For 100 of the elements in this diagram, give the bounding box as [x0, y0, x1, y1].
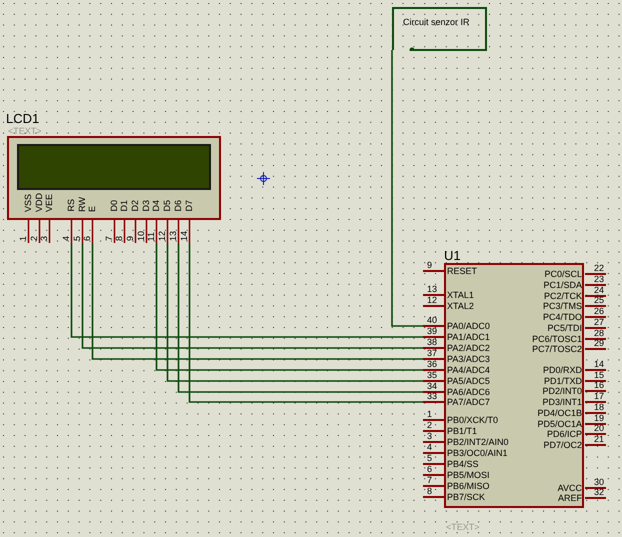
pin-name: VSS	[23, 194, 33, 212]
pin-name: PC0/SCL	[544, 269, 582, 279]
pin-number: 8	[114, 236, 124, 241]
pin-number: 12	[427, 295, 438, 305]
pin-name: PD5/OC1A	[537, 419, 582, 429]
pin-name: PC5/TDI	[547, 323, 582, 333]
pin-number: 6	[82, 236, 92, 241]
pin-number: 1	[18, 236, 28, 241]
pin-name: PC6/TOSC1	[532, 334, 582, 344]
pin-name: PB5/MOSI	[447, 470, 490, 480]
pin-number: 32	[594, 487, 604, 497]
pin	[18, 193, 32, 243]
pin-name: PA2/ADC2	[447, 343, 490, 353]
pin-number: 5	[427, 453, 432, 463]
pin-name: PB7/SCK	[447, 492, 486, 502]
pin-number: 39	[427, 326, 438, 336]
pin-number: 38	[427, 337, 438, 347]
pin-number: 14	[179, 230, 189, 241]
pin-number: 23	[594, 274, 604, 284]
pin-number: 6	[427, 464, 432, 474]
pin-name: PA5/ADC5	[447, 376, 490, 386]
pin-name: PC7/TOSC2	[532, 344, 582, 354]
wire	[391, 50, 423, 327]
module-label: Circuit senzor IR	[403, 17, 470, 27]
pin-name: PC3/TMS	[542, 301, 582, 311]
pin-number: 36	[427, 359, 438, 369]
pin-number: 25	[594, 295, 604, 305]
sensor-module	[392, 7, 487, 51]
pin-number: 7	[104, 236, 114, 241]
pin-number: 21	[594, 434, 604, 444]
component-label: LCD1	[6, 112, 40, 125]
pin-name: VEE	[44, 194, 54, 212]
pin-name: AVCC	[558, 483, 582, 493]
pin-number: 8	[427, 486, 432, 496]
pin-name: PD2/INT0	[542, 386, 582, 396]
pin-name: AREF	[558, 493, 582, 503]
pin-number: 20	[594, 423, 604, 433]
pin-number: 13	[427, 284, 438, 294]
pin-name: PD3/INT1	[542, 397, 582, 407]
pin-number: 26	[594, 306, 604, 316]
placeholder-text: <TEXT>	[8, 126, 42, 136]
pin-number: 2	[29, 236, 39, 241]
pin-number: 18	[594, 402, 604, 412]
pin-name: VDD	[34, 192, 44, 212]
pin-number: 19	[594, 413, 604, 423]
pin-name: D1	[119, 200, 129, 212]
pin-number: 9	[427, 260, 432, 270]
pin-number: 5	[72, 236, 82, 241]
pin-name: RESET	[447, 266, 478, 276]
pin-number: 15	[594, 370, 604, 380]
pin-number: 4	[61, 236, 71, 241]
pin-name: PC2/TCK	[544, 291, 582, 301]
pin-name: D7	[184, 200, 194, 212]
pin-name: PA4/ADC4	[447, 365, 490, 375]
pin-name: D4	[151, 200, 161, 212]
pin-number: 40	[427, 315, 438, 325]
pin-number: 7	[427, 475, 432, 485]
pin-name: D3	[141, 200, 151, 212]
pin-name: PB3/OC0/AIN1	[447, 448, 508, 458]
pin-name: PA6/ADC6	[447, 387, 490, 397]
component-label: U1	[444, 249, 461, 262]
pin-number: 1	[427, 409, 432, 419]
pin-name: PB6/MISO	[447, 481, 490, 491]
pin-number: 33	[427, 391, 438, 401]
pin-name: D6	[173, 200, 183, 212]
pin-number: 29	[594, 338, 604, 348]
pin-name: PC1/SDA	[543, 280, 582, 290]
pin-number: 13	[168, 230, 178, 241]
pin-number: 17	[594, 391, 604, 401]
pin-name: PB1/T1	[447, 426, 478, 436]
pin-number: 22	[594, 263, 604, 273]
pin-name: PA3/ADC3	[447, 354, 490, 364]
pin-number: 11	[146, 232, 156, 241]
lcd-module	[6, 112, 222, 221]
pin-name: D2	[130, 200, 140, 212]
pin-number: 34	[427, 381, 438, 391]
pin-number: 3	[427, 431, 432, 441]
pin-name: PB2/INT2/AIN0	[447, 437, 509, 447]
pin-name: PC4/TDO	[542, 312, 582, 322]
pin-name: PA0/ADC0	[447, 321, 490, 331]
pin-number: 28	[594, 328, 604, 338]
pin-name: PD6/ICP	[546, 429, 582, 439]
pin	[423, 261, 478, 276]
pin-name: D0	[109, 200, 119, 212]
pin-name: XTAL2	[447, 301, 474, 311]
pin-name: PD1/TXD	[544, 376, 582, 386]
pin-name: PD7/OC2	[543, 440, 582, 450]
pin-name: D5	[162, 200, 172, 212]
pin-name: RS	[66, 199, 76, 212]
pin-number: 16	[594, 380, 604, 390]
lcd-screen	[17, 144, 211, 190]
pin-number: 9	[125, 236, 135, 241]
pin-name: PA1/ADC1	[447, 332, 490, 342]
pin-name: PB4/SS	[447, 459, 479, 469]
pin-number: 30	[594, 477, 604, 487]
pin-name: RW	[77, 197, 87, 212]
pin-name: PA7/ADC7	[447, 397, 490, 407]
pin-number: 24	[594, 285, 604, 295]
pin-number: 12	[157, 230, 167, 241]
pin-number: 10	[136, 230, 146, 241]
